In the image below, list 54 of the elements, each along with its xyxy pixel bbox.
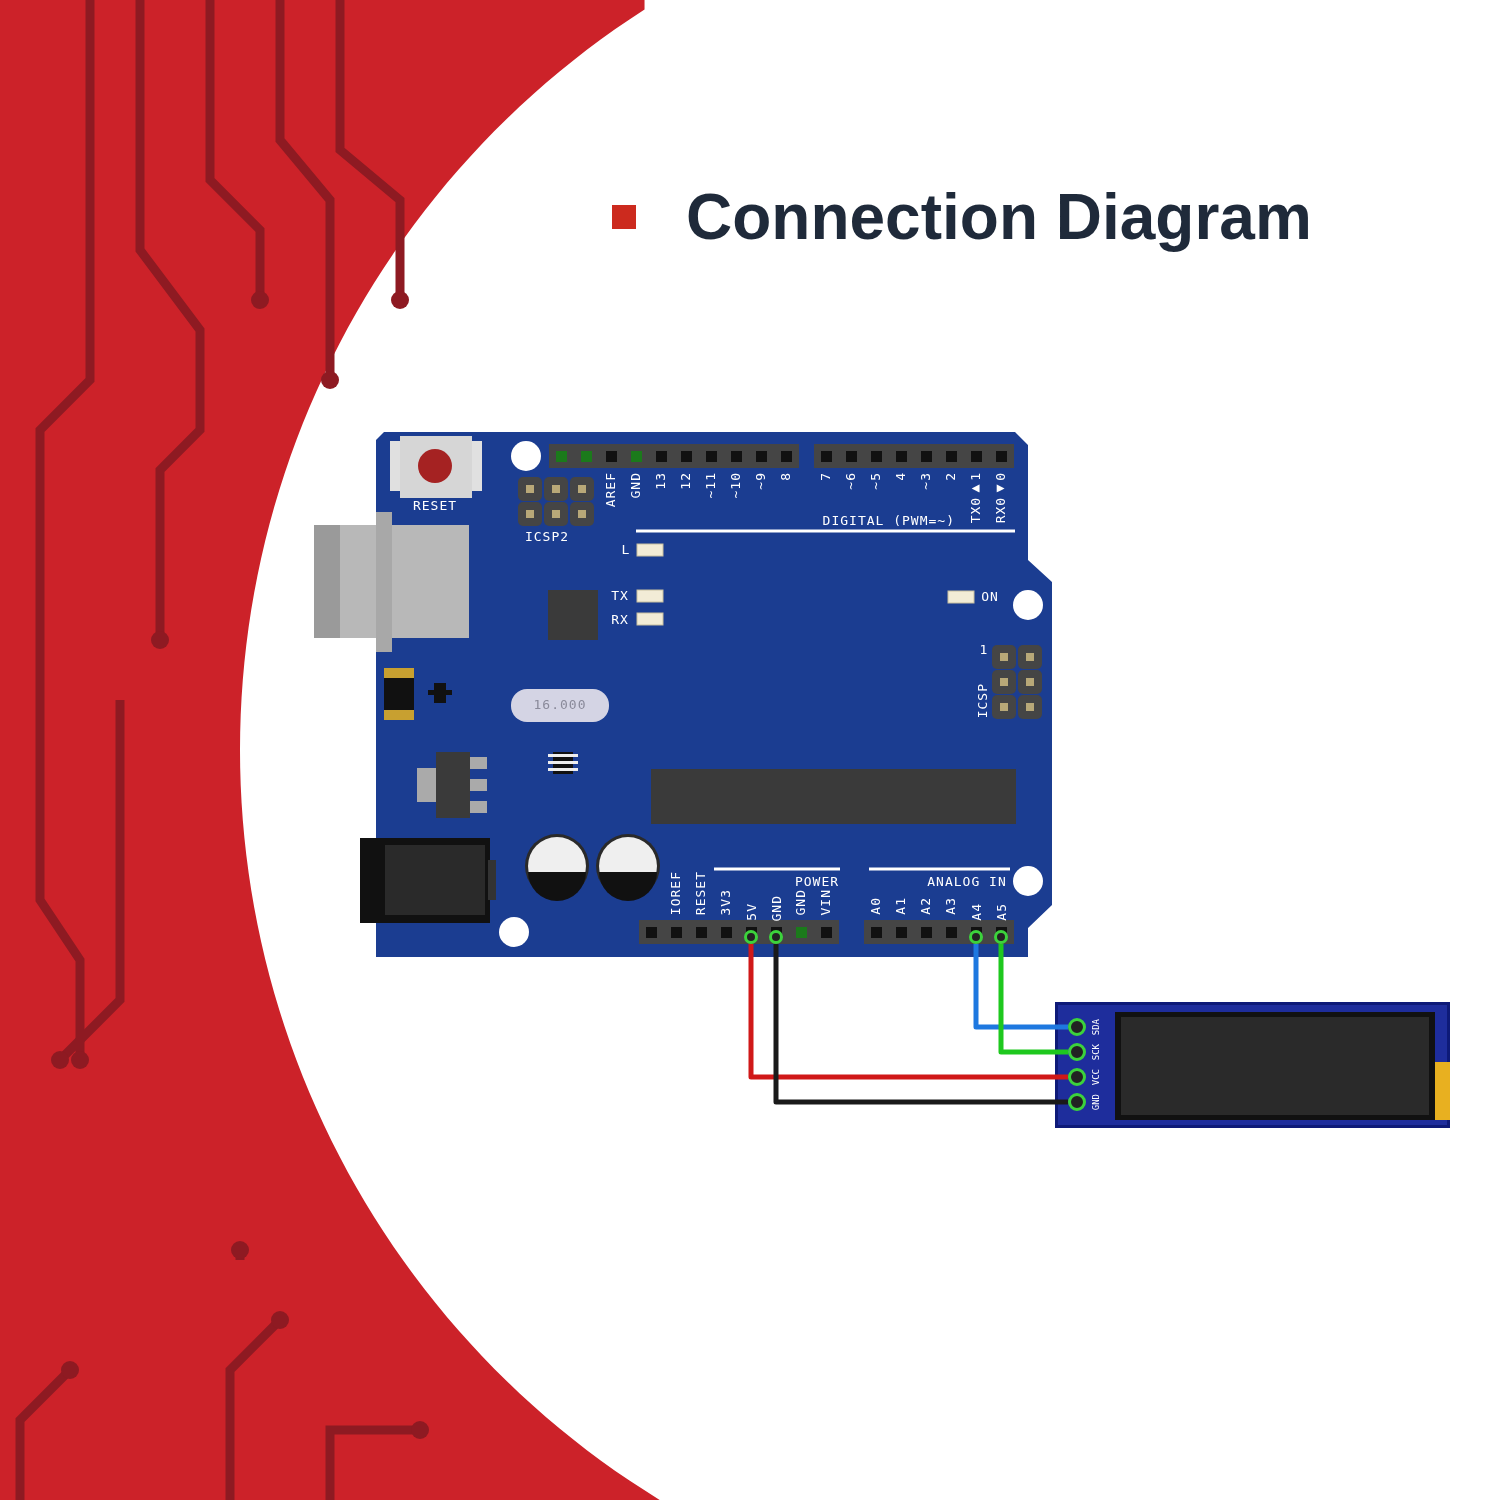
header-pin: [1068, 1066, 1101, 1088]
pin-label: GND: [1092, 1093, 1101, 1111]
header-pin: [1068, 1016, 1101, 1038]
pin-label: A2: [919, 897, 932, 915]
wire: [973, 944, 1068, 1030]
pin-label: ~5: [869, 472, 882, 490]
board-label: DIGITAL (PWM=~): [822, 514, 955, 527]
title: Connection Diagram: [686, 180, 1312, 254]
wire: [773, 944, 1068, 1105]
pin-label: IOREF: [669, 870, 682, 915]
wire: [748, 944, 1068, 1080]
pin-label: A4: [969, 903, 983, 921]
pin-label: 12: [679, 472, 692, 490]
pin-label: RX0◀0: [994, 472, 1007, 524]
pin-label: ICSP: [976, 682, 989, 718]
pin-label: SCK: [1092, 1043, 1101, 1061]
pin-label: VCC: [1092, 1068, 1101, 1086]
pin-label: 5V: [744, 903, 758, 921]
board-label: RX: [611, 613, 629, 626]
pin-label: VIN: [819, 888, 832, 915]
pin-label: 13: [654, 472, 667, 490]
pin-label: TX0▶1: [969, 472, 982, 524]
pin-label: ~10: [729, 472, 742, 499]
wire: [998, 944, 1068, 1055]
pin-label: GND: [769, 894, 783, 921]
pin-label: GND: [794, 888, 807, 915]
pin-label: SDA: [1092, 1018, 1101, 1036]
pin-label: A3: [944, 897, 957, 915]
pin-label: ~6: [844, 472, 857, 490]
pin-label: 3V3: [719, 888, 732, 915]
pin-label: A1: [894, 897, 907, 915]
pin-label: A0: [869, 897, 882, 915]
pin-label: GND: [629, 472, 642, 499]
pin-label: A5: [994, 903, 1008, 921]
pin-label: ~9: [754, 472, 767, 490]
pin-label: AREF: [604, 472, 617, 508]
pin-label: ~11: [704, 472, 717, 499]
pin-label: RESET: [694, 870, 707, 915]
pin-label: 8: [779, 472, 792, 481]
board-label: POWER: [794, 875, 840, 888]
board-label: ON: [981, 590, 999, 603]
header-pin: [1068, 1091, 1101, 1113]
pin-label: 4: [894, 472, 907, 481]
header-pin: [1068, 1041, 1101, 1063]
pin-label: 7: [819, 472, 832, 481]
board-label: ICSP2: [524, 530, 570, 543]
pin-label: 2: [944, 472, 957, 481]
board-label: ANALOG IN: [927, 875, 1007, 888]
board-label: TX: [611, 589, 629, 602]
board-label: 16.000: [533, 698, 587, 711]
board-label: L: [621, 543, 631, 556]
pin-label: ~3: [919, 472, 932, 490]
board-label: RESET: [412, 499, 458, 512]
board-label: 1: [979, 643, 989, 656]
